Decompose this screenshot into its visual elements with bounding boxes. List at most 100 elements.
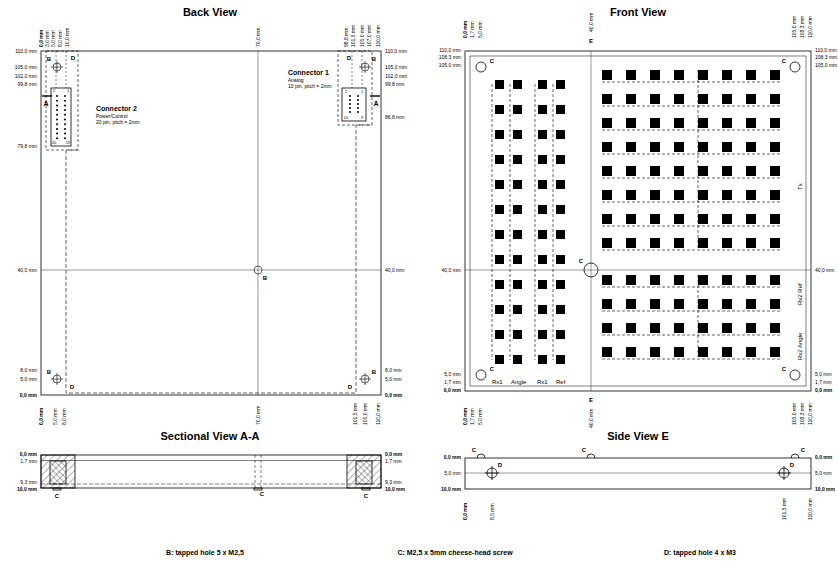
patch-antenna (650, 347, 660, 357)
dimension-label: 8,0 mm (58, 30, 63, 47)
dimension-label: 101,5 mm (351, 25, 356, 47)
dimension-label: 99,8 mm (385, 82, 404, 87)
patch-antenna (746, 214, 756, 224)
patch-antenna (602, 70, 612, 80)
patch-antenna (626, 275, 636, 285)
patch-antenna (674, 238, 684, 248)
dimension-label: 110,0 mm (808, 498, 813, 520)
dimension-label: 102,0 mm (15, 74, 37, 79)
dimension-label: 110,0 mm (15, 49, 37, 54)
patch-antenna (538, 205, 547, 214)
dimension-label: 110,0 mm (439, 48, 461, 53)
patch-antenna (538, 105, 547, 114)
patch-antenna (495, 205, 504, 214)
hole-mark: B (47, 369, 51, 375)
feed-line (602, 250, 780, 251)
patch-antenna (602, 238, 612, 248)
patch-antenna (556, 355, 565, 364)
patch-antenna (626, 238, 636, 248)
dimension-label: 108,3 mm (815, 55, 837, 60)
pin-number: 19 (66, 141, 70, 145)
screw-mark: C (490, 58, 494, 64)
patch-antenna (698, 142, 708, 152)
patch-antenna (556, 205, 565, 214)
patch-antenna (513, 130, 522, 139)
patch-antenna (674, 166, 684, 176)
patch-antenna (556, 155, 565, 164)
patch-antenna (513, 80, 522, 89)
patch-antenna (746, 94, 756, 104)
patch-antenna (746, 142, 756, 152)
patch-antenna (698, 214, 708, 224)
patch-antenna (698, 70, 708, 80)
patch-antenna (602, 190, 612, 200)
patch-antenna (674, 323, 684, 333)
dimension-label: 110,0 mm (376, 403, 381, 425)
patch-antenna (770, 214, 780, 224)
front-view (465, 51, 811, 391)
patch-antenna (513, 305, 522, 314)
patch-antenna (722, 347, 732, 357)
patch-antenna (495, 130, 504, 139)
patch-antenna (746, 275, 756, 285)
feed-line (698, 275, 699, 357)
feed-line (698, 70, 699, 250)
sectional-view (41, 455, 381, 490)
patch-antenna (698, 118, 708, 128)
patch-antenna (674, 275, 684, 285)
dimension-label: 102,0 mm (385, 74, 407, 79)
hole-mark: B (372, 56, 376, 62)
patch-antenna (538, 80, 547, 89)
connector-name: Connector 2 (96, 105, 137, 112)
patch-antenna (770, 275, 780, 285)
patch-antenna (602, 214, 612, 224)
patch-antenna (495, 105, 504, 114)
screw-mark: C (490, 366, 494, 372)
patch-antenna (722, 238, 732, 248)
patch-antenna (746, 166, 756, 176)
connector-name: Connector 1 (288, 69, 329, 76)
patch-antenna (770, 238, 780, 248)
dimension-label: 8,0 mm (20, 368, 37, 373)
patch-antenna (770, 142, 780, 152)
dimension-label: 1,7 mm (470, 408, 475, 425)
patch-antenna (602, 347, 612, 357)
dimension-label: 9,3 mm (385, 480, 402, 485)
dimension-label: 8,5 mm (490, 503, 495, 520)
dimension-label: 70,0 mm (256, 28, 261, 47)
patch-antenna (674, 118, 684, 128)
patch-antenna (495, 255, 504, 264)
dimension-label: 5,0 mm (444, 372, 461, 377)
dimension-label: 0,0 mm (463, 503, 468, 520)
feed-line (602, 178, 780, 179)
patch-antenna (698, 94, 708, 104)
patch-antenna (602, 275, 612, 285)
patch-antenna (602, 118, 612, 128)
dimension-label: 8,0 mm (385, 368, 402, 373)
view-title: Back View (183, 7, 237, 18)
dimension-label: 1,7 mm (815, 380, 832, 385)
patch-antenna (770, 94, 780, 104)
patch-antenna (495, 180, 504, 189)
dimension-label: 10,0 mm (17, 487, 37, 492)
patch-antenna (746, 299, 756, 309)
dimension-label: 40,0 mm (18, 268, 37, 273)
patch-antenna (746, 190, 756, 200)
feed-line (602, 202, 780, 203)
dimension-label: 79,8 mm (18, 144, 37, 149)
dimension-label: 5,0 mm (815, 471, 832, 476)
patch-antenna (770, 118, 780, 128)
patch-antenna (770, 347, 780, 357)
pin-number: 20 (52, 141, 56, 145)
patch-antenna (602, 299, 612, 309)
connector-desc: Power/Control (96, 114, 128, 119)
patch-antenna (650, 70, 660, 80)
connector-desc: 20 pin, pitch = 2mm (96, 120, 140, 125)
dimension-label: 105,0 mm (815, 63, 837, 68)
patch-antenna (556, 330, 565, 339)
patch-antenna (722, 142, 732, 152)
patch-antenna (770, 70, 780, 80)
patch-antenna (650, 299, 660, 309)
pin-number: 10 (344, 116, 348, 120)
